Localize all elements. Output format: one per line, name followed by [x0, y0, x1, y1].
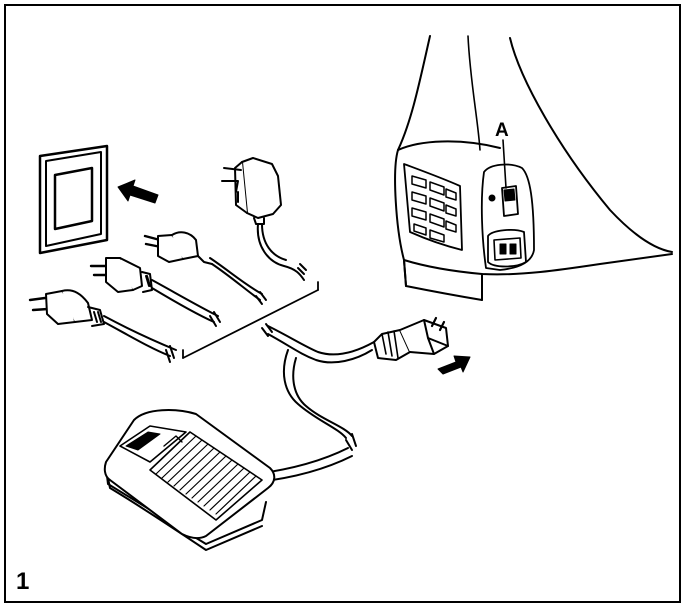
- us-plug-icon: [89, 257, 221, 327]
- foot-pedal-icon: [103, 409, 276, 551]
- figure-number: 1: [16, 568, 30, 595]
- figure-frame: [4, 4, 681, 603]
- power-adapter-icon: [221, 157, 307, 281]
- machine-connector-icon: [373, 316, 449, 361]
- sewing-machine-icon: [394, 35, 673, 301]
- schuko-plug-icon: [28, 289, 177, 363]
- callout-label-a: A: [495, 120, 509, 141]
- euro-plug-icon: [143, 231, 267, 305]
- arrow-right-icon: [437, 355, 471, 375]
- wall-socket-icon: [38, 144, 109, 255]
- cord-bundle: [182, 281, 319, 359]
- main-cord: [255, 323, 375, 483]
- arrow-left-icon: [117, 179, 159, 204]
